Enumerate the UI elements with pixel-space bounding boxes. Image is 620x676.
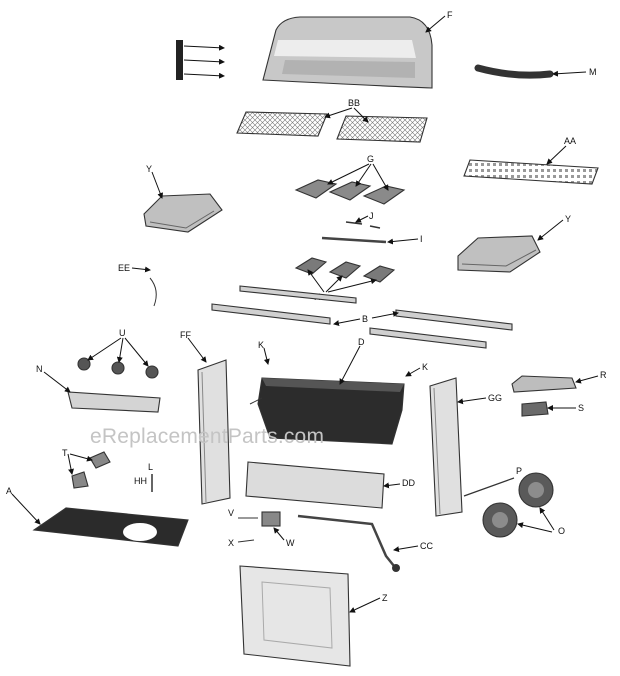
label-l: L	[148, 462, 153, 472]
cabinet-door-part[interactable]	[239, 565, 351, 667]
heat-tent-part[interactable]	[294, 179, 406, 205]
leg-left-part[interactable]	[197, 359, 231, 505]
label-r: R	[600, 370, 607, 380]
igniter-wire-part[interactable]	[149, 277, 157, 307]
label-u: U	[119, 328, 126, 338]
label-k-left: K	[258, 340, 264, 350]
label-v: V	[228, 508, 234, 518]
cooking-grate-left-part[interactable]	[236, 111, 328, 137]
label-p: P	[516, 466, 522, 476]
label-n: N	[36, 364, 43, 374]
bottom-shelf-part[interactable]	[32, 507, 189, 547]
label-f: F	[447, 10, 453, 20]
label-i: I	[420, 234, 423, 244]
label-aa: AA	[564, 136, 576, 146]
control-panel-part[interactable]	[67, 391, 161, 413]
label-d: D	[358, 337, 365, 347]
label-bb: BB	[348, 98, 360, 108]
label-hh: HH	[134, 476, 147, 486]
watermark-text: eReplacementParts.com	[90, 425, 324, 448]
firebox-part[interactable]	[249, 377, 405, 445]
label-y-right: Y	[565, 214, 571, 224]
label-ff: FF	[180, 330, 191, 340]
crossover-tube-part[interactable]	[321, 236, 387, 244]
label-x: X	[228, 538, 234, 548]
gas-manifold-part[interactable]	[297, 514, 400, 572]
warming-rack-part[interactable]	[463, 159, 599, 185]
label-j: J	[369, 211, 374, 221]
lid-hardware-part[interactable]	[176, 40, 225, 80]
igniter-electrode-part[interactable]	[345, 221, 381, 229]
igniter-module-part[interactable]	[237, 511, 281, 543]
label-s: S	[578, 403, 584, 413]
label-ee: EE	[118, 263, 130, 273]
battery-clip-part[interactable]	[71, 451, 111, 489]
front-panel-part[interactable]	[245, 461, 385, 509]
label-k-right: K	[422, 362, 428, 372]
label-o: O	[558, 526, 565, 536]
side-knob-part[interactable]	[482, 472, 554, 538]
leg-right-part[interactable]	[429, 377, 463, 517]
label-m: M	[589, 67, 597, 77]
frame-rail-part[interactable]	[211, 285, 513, 349]
side-burner-tray-part[interactable]	[511, 375, 577, 393]
side-shelf-right-part[interactable]	[457, 235, 541, 273]
label-g: G	[367, 154, 374, 164]
cooking-grate-right-part[interactable]	[336, 115, 428, 143]
label-w: W	[286, 538, 295, 548]
lid-part[interactable]	[262, 16, 433, 89]
tank-rod-part[interactable]	[463, 477, 515, 497]
control-knob-part[interactable]	[77, 357, 159, 379]
side-shelf-left-part[interactable]	[143, 193, 223, 233]
handle-part[interactable]	[474, 64, 554, 79]
label-a: A	[6, 486, 12, 496]
label-dd: DD	[402, 478, 415, 488]
label-y-left: Y	[146, 164, 152, 174]
label-t: T	[62, 448, 68, 458]
label-cc: CC	[420, 541, 433, 551]
label-gg: GG	[488, 393, 502, 403]
label-z: Z	[382, 593, 388, 603]
label-b-rail: B	[362, 314, 368, 324]
side-bracket-part[interactable]	[521, 401, 549, 417]
burner-part[interactable]	[294, 257, 396, 283]
